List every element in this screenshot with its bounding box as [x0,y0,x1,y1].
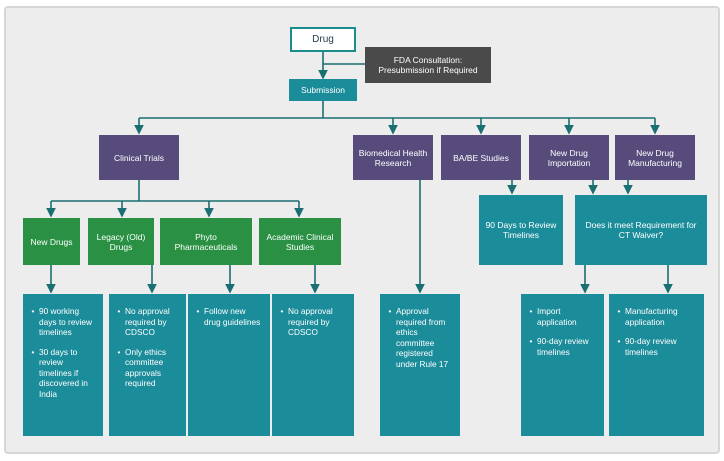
bullet-item: 30 days to review timelines if discovere… [39,347,97,400]
legacy-drugs-node: Legacy (Old) Drugs [88,218,154,265]
new-drug-manufacturing-node: New Drug Manufacturing [615,135,695,180]
new-drugs-bullets: 90 working days to review timelines 30 d… [23,294,103,436]
babe-studies-node: BA/BE Studies [441,135,521,180]
manufacturing-bullets: Manufacturing application 90-day review … [609,294,704,436]
bullet-item: No approval required by CDSCO [288,306,348,338]
academic-bullets: No approval required by CDSCO [272,294,354,436]
new-drug-importation-node: New Drug Importation [529,135,609,180]
importation-bullets: Import application 90-day review timelin… [521,294,604,436]
bullet-item: Only ethics committee approvals required [125,347,180,389]
biomedical-bullets: Approval required from ethics committee … [380,294,460,436]
fda-consultation-node: FDA Consultation: Presubmission if Requi… [365,47,491,83]
bullet-item: Import application [537,306,598,327]
timelines-90-node: 90 Days to Review Timelines [479,195,563,265]
bullet-item: 90 working days to review timelines [39,306,97,338]
bullet-item: Follow new drug guidelines [204,306,264,327]
academic-clinical-studies-node: Academic Clinical Studies [259,218,341,265]
bullet-item: 90-day review timelines [537,336,598,357]
bullet-item: Manufacturing application [625,306,698,327]
legacy-drugs-bullets: No approval required by CDSCO Only ethic… [109,294,186,436]
ct-waiver-node: Does it meet Requirement for CT Waiver? [575,195,707,265]
phyto-pharmaceuticals-node: Phyto Pharmaceuticals [160,218,252,265]
submission-node: Submission [289,79,357,101]
bullet-item: 90-day review timelines [625,336,698,357]
clinical-trials-node: Clinical Trials [99,135,179,180]
drug-node: Drug [290,27,356,52]
new-drugs-node: New Drugs [23,218,80,265]
phyto-bullets: Follow new drug guidelines [188,294,270,436]
bullet-item: No approval required by CDSCO [125,306,180,338]
bullet-item: Approval required from ethics committee … [396,306,454,369]
biomedical-research-node: Biomedical Health Research [353,135,433,180]
